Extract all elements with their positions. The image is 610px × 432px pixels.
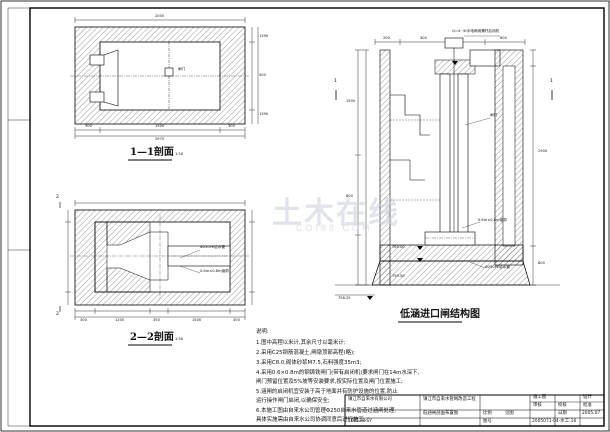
title-block-company: 镇江市自来水有限公司: [348, 397, 392, 402]
note-9: 具体实施需由自来水公司协调同意后进行施工。: [256, 417, 370, 423]
title-block-approve-label: 批准: [583, 403, 592, 408]
note-3: 3.采用C8.0,砌体砂浆M7.5,石料强度35m3;: [256, 360, 362, 366]
main-pipe-label: Φ250PE给水管: [485, 265, 510, 269]
main-dim-left-1: 1500: [346, 99, 356, 103]
dim-top-part-3: 2970: [155, 137, 165, 141]
title-block-stage: 施工图: [533, 395, 547, 400]
note-5: 闸门预留位置及5%坡等安装要求,按实际位置及闸门位置施工;: [256, 379, 403, 385]
section-1-plan: [70, 17, 259, 139]
dim-top-part-4: 300: [228, 124, 235, 128]
notes-heading: 说明:: [256, 329, 269, 335]
main-gate-label: 闸门: [490, 113, 498, 117]
title-block-date-value: 2005.07: [582, 411, 601, 416]
dim-bottom-5: 300: [233, 318, 240, 322]
dim-top-overall: 2000: [155, 14, 165, 18]
section-1-title: 1—1剖面: [130, 147, 174, 158]
note-1: 1.图中高程以米计,其余尺寸以毫米计;: [256, 340, 346, 346]
main-dim-right-1: 2900: [538, 149, 548, 153]
dim-bottom-4: 1500: [192, 318, 202, 322]
section-mark-2-left: 2: [56, 195, 59, 200]
watermark-text: 土木在线: [272, 197, 400, 230]
main-dim-right-2: 800: [538, 261, 545, 265]
main-dim-top-3: 600: [500, 36, 507, 40]
dim-bottom-3: 350: [153, 318, 160, 322]
hoist-note: Q=4~5t手电两用螺杆启闭机: [452, 29, 500, 33]
watermark-sub-text: COI88.COM: [296, 223, 373, 233]
main-drawing-scale: 1:20: [470, 315, 479, 319]
section-1-scale: 1:50: [175, 152, 184, 156]
elevation-3: 758.25: [338, 296, 351, 300]
main-dim-top-1: 200: [383, 36, 390, 40]
title-block-check-label: 校核: [558, 403, 567, 408]
main-dim-left-2: 800: [346, 194, 353, 198]
culvert-label-left: 0.6m×0.8m涵洞: [200, 269, 229, 273]
note-8: 6.本施工图由自来水公司管理Φ250自来水管道过涵闸处理,: [256, 408, 396, 414]
title-block-drawing-no: 2005071-04-水工-16: [532, 419, 577, 424]
dim-top-part-1: 300: [85, 124, 92, 128]
title-block-review-label: 审核: [533, 403, 542, 408]
section-2-scale: 1:50: [175, 337, 184, 341]
note-6: 5.涵闸的启闭机宜安装于高于地面并有防护设施的位置,防止: [256, 389, 398, 395]
main-dim-top-2: 300: [420, 36, 427, 40]
dim-side-v-2: 500: [259, 73, 266, 77]
section-mark-1-right: 1: [550, 79, 553, 84]
section-1-gate-label: 闸门: [178, 67, 186, 71]
dim-top-part-2: 1500: [155, 124, 165, 128]
dim-bottom-2: 1200: [115, 318, 125, 322]
title-block-date-label: 日期: [558, 411, 567, 416]
section-2-title: 2—2剖面: [130, 332, 174, 343]
title-block-lines: [344, 394, 605, 427]
dim-side-v-1: 1390: [259, 34, 269, 38]
main-structure-section: [335, 35, 560, 300]
title-block-design-label: 设计: [583, 395, 592, 400]
title-block-scale-label: 比例: [483, 411, 492, 416]
section-mark-1-left: 1: [334, 79, 337, 84]
dim-side-v-3: 1390: [259, 112, 269, 116]
title-block-scale-value: 见图: [505, 411, 514, 416]
note-4: 4.采用0.6×0.8m的钢铸铁闸门(带有启闭机)要求闸门在14m水深下,: [256, 370, 420, 376]
title-block-project: 镇江市自来水管网改造工程: [423, 397, 476, 402]
title-block-code: 100128-SY: [348, 419, 372, 424]
inner-border: [29, 7, 605, 427]
section-2-plan: [65, 200, 255, 320]
note-7: 运行操作闸门启闭,以确保安全;: [256, 398, 330, 404]
elevation-1: 760.00: [392, 245, 405, 249]
elevation-2: 759.50: [392, 274, 405, 278]
dim-bottom-1: 300: [80, 318, 87, 322]
main-drawing-title: 低涵进口闸结构图: [400, 309, 480, 320]
main-culvert-label: 0.6m×0.8m涵洞: [478, 218, 507, 222]
pipe-label-left: Φ250PE给水管: [200, 245, 225, 249]
section-mark-2-right: 2: [56, 312, 59, 317]
note-2: 2.采用C25钢筋混凝土,闸墩顶部高程(略);: [256, 350, 355, 356]
title-block-sheet-label: 图号: [483, 419, 492, 424]
title-block-drawing-name: 低涵闸剖面布置图: [423, 411, 459, 416]
